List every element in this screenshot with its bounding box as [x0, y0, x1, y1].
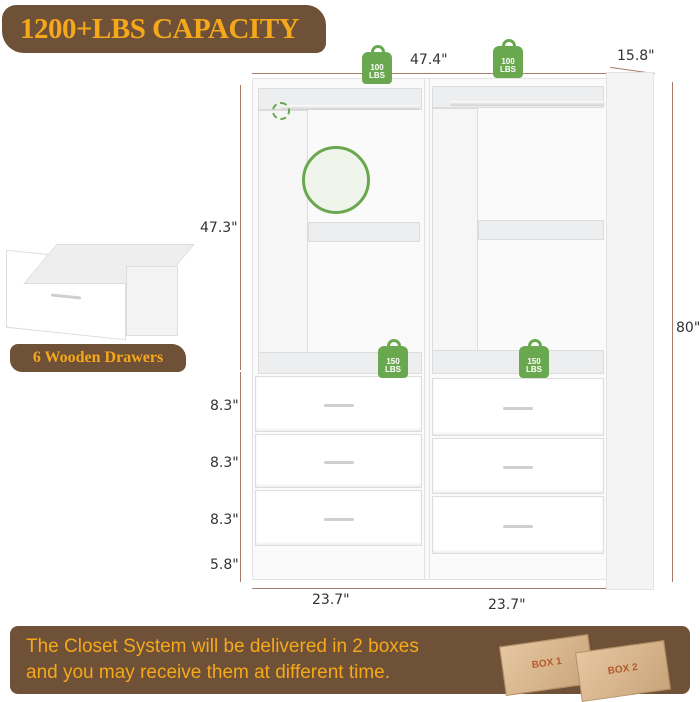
drawer — [432, 378, 604, 436]
weight-unit: LBS — [500, 65, 516, 74]
drawer-handle — [323, 518, 354, 521]
drawer-height-line — [240, 372, 241, 582]
drawer-handle — [323, 461, 354, 464]
width-dimension-line — [252, 73, 607, 74]
weight-value: 150 — [527, 357, 541, 366]
total-height-label: 80" — [676, 320, 700, 336]
width-label: 47.4" — [410, 52, 448, 68]
delivery-line-1: The Closet System will be delivered in 2… — [26, 636, 419, 657]
drawer — [255, 376, 422, 432]
base-height-label: 5.8" — [210, 557, 239, 573]
weight-value: 100 — [501, 57, 515, 66]
drawer-height-label: 8.3" — [210, 398, 239, 414]
shelf — [478, 220, 604, 240]
drawer-height-label: 8.3" — [210, 512, 239, 528]
upper-height-line — [240, 85, 241, 370]
drawer — [255, 490, 422, 546]
shelf — [308, 222, 420, 242]
drawer — [255, 434, 422, 488]
rod-detail-marker — [272, 102, 290, 120]
drawer-handle — [503, 525, 533, 528]
section-width-label: 23.7" — [312, 592, 350, 608]
drawer-handle — [323, 404, 354, 407]
depth-label: 15.8" — [617, 48, 655, 64]
weight-unit: LBS — [385, 365, 401, 374]
hanging-rod — [450, 101, 605, 106]
drawer-handle — [503, 407, 533, 410]
total-height-line — [672, 82, 673, 582]
drawer-handle — [503, 466, 533, 469]
center-divider — [424, 78, 430, 580]
side-shelf-unit — [258, 110, 308, 370]
drawer-handle — [51, 293, 81, 300]
weight-unit: LBS — [369, 71, 385, 80]
section-width-label: 23.7" — [488, 597, 526, 613]
base-width-line — [252, 588, 607, 589]
side-shelf-unit — [432, 108, 478, 370]
weight-value: 100 — [370, 63, 384, 72]
upper-height-label: 47.3" — [200, 220, 238, 236]
drawer-inset-side — [126, 266, 178, 336]
drawer-label: 6 Wooden Drawers — [10, 344, 186, 372]
rod-detail-magnifier — [302, 146, 370, 214]
drawer-height-label: 8.3" — [210, 455, 239, 471]
shelf — [432, 350, 604, 374]
capacity-banner: 1200+LBS CAPACITY — [2, 5, 326, 53]
drawer — [432, 438, 604, 494]
delivery-line-2: and you may receive them at different ti… — [26, 662, 390, 683]
closet-side-panel — [606, 72, 654, 590]
hanging-rod — [280, 105, 420, 110]
weight-unit: LBS — [526, 365, 542, 374]
weight-value: 150 — [386, 357, 400, 366]
drawer — [432, 496, 604, 554]
